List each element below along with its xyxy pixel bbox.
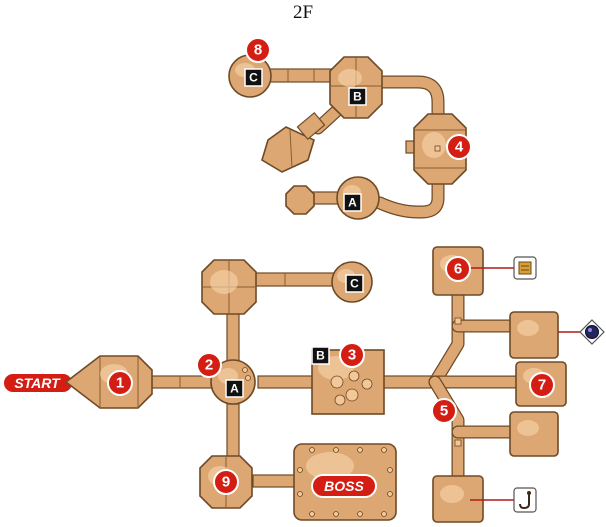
corridor-9-boss [252, 474, 296, 488]
svg-text:1: 1 [116, 375, 124, 392]
key-b-upper: B [348, 87, 367, 106]
svg-text:A: A [230, 382, 239, 396]
floor-title: 2F [292, 2, 314, 23]
corridor-hub-9 [226, 403, 240, 461]
svg-text:B: B [316, 349, 325, 363]
svg-text:5: 5 [440, 403, 448, 420]
room-b-upper [329, 56, 383, 119]
boss-tag: BOSS [311, 474, 377, 498]
key-hook-icon [513, 487, 537, 513]
key-c-lower: C [345, 274, 364, 293]
svg-text:C: C [350, 277, 359, 291]
svg-text:9: 9 [222, 474, 230, 491]
svg-text:4: 4 [455, 139, 464, 156]
corridor-3-junction [382, 375, 436, 389]
key-b-lower: B [311, 346, 330, 365]
marker-7: 7 [529, 372, 555, 398]
room-se [509, 411, 559, 457]
svg-text:7: 7 [538, 377, 546, 394]
svg-text:6: 6 [454, 261, 462, 278]
room-east-orb [509, 311, 559, 359]
marker-3: 3 [339, 342, 365, 368]
dark-orb-icon [579, 319, 605, 345]
svg-text:C: C [249, 71, 258, 85]
room-4 [413, 113, 467, 185]
key-a-upper: A [343, 193, 362, 212]
start-tag: START [2, 372, 74, 394]
marker-1: 1 [107, 370, 133, 396]
corridor-b-4 [373, 75, 445, 125]
room-bottom-hook [432, 475, 484, 523]
svg-text:START: START [14, 375, 61, 391]
room-west-small [285, 185, 315, 215]
corridor-nw-c [244, 272, 336, 287]
corridor-junction [428, 285, 523, 489]
marker-9: 9 [213, 469, 239, 495]
svg-text:A: A [348, 196, 357, 210]
upper-floor: 8 C B 4 A [228, 37, 472, 220]
corridor-hub-3 [257, 375, 315, 389]
marker-5: 5 [431, 398, 457, 424]
key-a-lower: A [225, 379, 244, 398]
corridor-8-b [267, 68, 337, 83]
svg-text:BOSS: BOSS [324, 478, 364, 494]
marker-4: 4 [446, 134, 472, 160]
marker-8: 8 [245, 37, 271, 63]
svg-text:3: 3 [348, 347, 356, 364]
room-sw-diagonal [261, 111, 326, 173]
marker-6: 6 [445, 256, 471, 282]
marker-2: 2 [196, 352, 222, 378]
svg-text:8: 8 [254, 42, 262, 59]
map-scroll-icon [513, 256, 537, 280]
corridor-4-a [373, 171, 445, 219]
key-c-upper: C [244, 68, 263, 87]
lower-floor: START [2, 246, 605, 523]
svg-text:B: B [353, 90, 362, 104]
room-nw [201, 259, 257, 315]
svg-text:2: 2 [205, 357, 213, 374]
